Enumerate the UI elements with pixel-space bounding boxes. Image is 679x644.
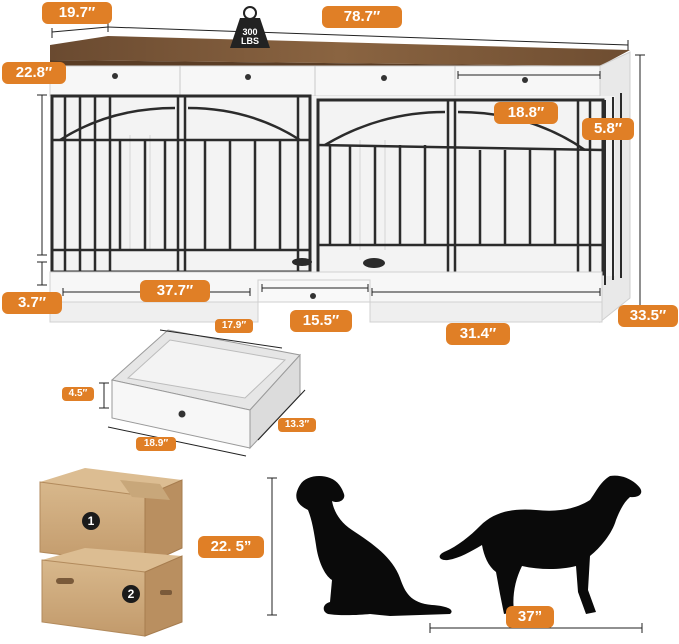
drawer-knob-1	[112, 73, 118, 79]
drawer-inner-width-badge: 17.9″	[215, 319, 253, 333]
standing-dog-silhouette	[439, 475, 642, 614]
drawer-outer-width-badge: 18.9″	[136, 437, 176, 451]
total-height-badge: 33.5″	[618, 305, 678, 327]
drawer-detail-illustration	[99, 329, 306, 457]
drawer-knob-3	[381, 75, 387, 81]
drawer-knob-4	[522, 77, 528, 83]
dog-length-dimension-line	[429, 623, 643, 633]
drawer-depth-badge: 13.3″	[278, 418, 316, 432]
width-dimension-line	[107, 26, 629, 50]
left-kennel-width-badge: 37.7″	[140, 280, 210, 302]
bottom-drawer-width-badge: 15.5″	[290, 310, 352, 332]
right-kennel-width-badge: 31.4″	[446, 323, 510, 345]
package-1-number: 1	[82, 512, 100, 530]
bottom-drawer-knob	[310, 293, 316, 299]
total-height-dimension-line	[635, 54, 645, 323]
dog-height-badge: 22. 5”	[198, 536, 264, 558]
depth-dimension-line	[51, 22, 109, 38]
weight-unit: LBS	[241, 36, 259, 46]
sitting-dog-silhouette	[296, 476, 452, 616]
dog-height-dimension-line	[267, 477, 277, 616]
upper-height-dimension-line	[37, 94, 47, 286]
kennel-cabinet	[49, 36, 631, 324]
depth-badge: 19.7″	[42, 2, 112, 24]
drawer-height-badge: 5.8″	[582, 118, 634, 140]
width-badge: 78.7″	[322, 6, 402, 28]
dog-length-badge: 37”	[506, 606, 554, 628]
weight-value: 300	[242, 27, 258, 37]
shipping-box-2	[41, 548, 183, 637]
leg-height-badge: 3.7″	[2, 292, 62, 314]
upper-height-badge: 22.8″	[2, 62, 66, 84]
drawer-knob-2	[245, 74, 251, 80]
package-2-number: 2	[122, 585, 140, 603]
drawer-height-detail-badge: 4.5″	[62, 387, 94, 401]
drawer-width-badge: 18.8″	[494, 102, 558, 124]
weight-icon	[230, 6, 270, 48]
